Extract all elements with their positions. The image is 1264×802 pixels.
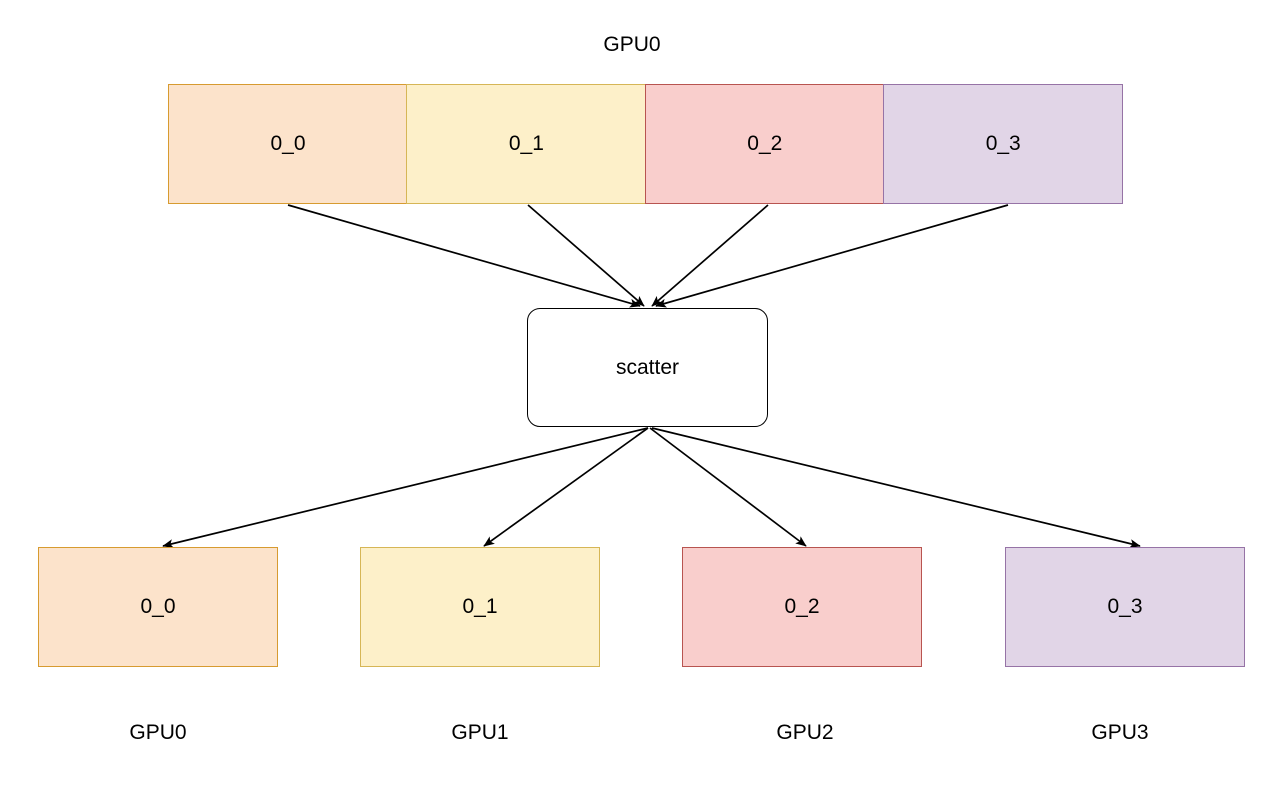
edge-chunk2-to-scatter xyxy=(651,204,769,307)
edge-scatter-to-gpu3 xyxy=(651,427,1141,548)
source-tensor-bar: 0_0 0_1 0_2 0_3 xyxy=(168,84,1128,204)
edge-chunk1-to-scatter xyxy=(527,204,645,307)
gather-edges xyxy=(287,204,1009,308)
edge-scatter-to-gpu0 xyxy=(162,427,649,548)
source-chunk-2-label: 0_2 xyxy=(747,132,783,155)
source-chunk-1-label: 0_1 xyxy=(508,132,544,155)
dest-box-gpu2[interactable]: 0_2 xyxy=(682,547,922,667)
source-chunk-3-label: 0_3 xyxy=(985,132,1021,155)
edge-chunk3-to-scatter xyxy=(655,204,1009,308)
scatter-operation-node[interactable]: scatter xyxy=(527,308,768,427)
scatter-edges xyxy=(162,427,1141,548)
dest-box-gpu0[interactable]: 0_0 xyxy=(38,547,278,667)
source-chunk-3[interactable]: 0_3 xyxy=(883,84,1124,204)
scatter-operation-label: scatter xyxy=(615,355,680,379)
source-gpu-title: GPU0 xyxy=(603,33,661,56)
dest-device-label-gpu0: GPU0 xyxy=(129,721,187,744)
edge-chunk0-to-scatter xyxy=(287,204,641,308)
dest-box-gpu3[interactable]: 0_3 xyxy=(1005,547,1245,667)
source-chunk-0-label: 0_0 xyxy=(270,132,306,155)
dest-device-label-gpu3: GPU3 xyxy=(1091,721,1149,744)
source-chunk-2[interactable]: 0_2 xyxy=(644,84,885,204)
dest-box-gpu3-label: 0_3 xyxy=(1107,595,1143,618)
dest-box-gpu1-label: 0_1 xyxy=(462,595,498,618)
dest-box-gpu2-label: 0_2 xyxy=(784,595,820,618)
dest-box-gpu0-label: 0_0 xyxy=(140,595,176,618)
edge-scatter-to-gpu1 xyxy=(483,427,649,547)
edge-scatter-to-gpu2 xyxy=(649,427,807,547)
dest-device-label-gpu1: GPU1 xyxy=(451,721,509,744)
source-chunk-0[interactable]: 0_0 xyxy=(168,84,408,204)
dest-box-gpu1[interactable]: 0_1 xyxy=(360,547,600,667)
source-chunk-1[interactable]: 0_1 xyxy=(406,84,647,204)
dest-device-label-gpu2: GPU2 xyxy=(776,721,834,744)
